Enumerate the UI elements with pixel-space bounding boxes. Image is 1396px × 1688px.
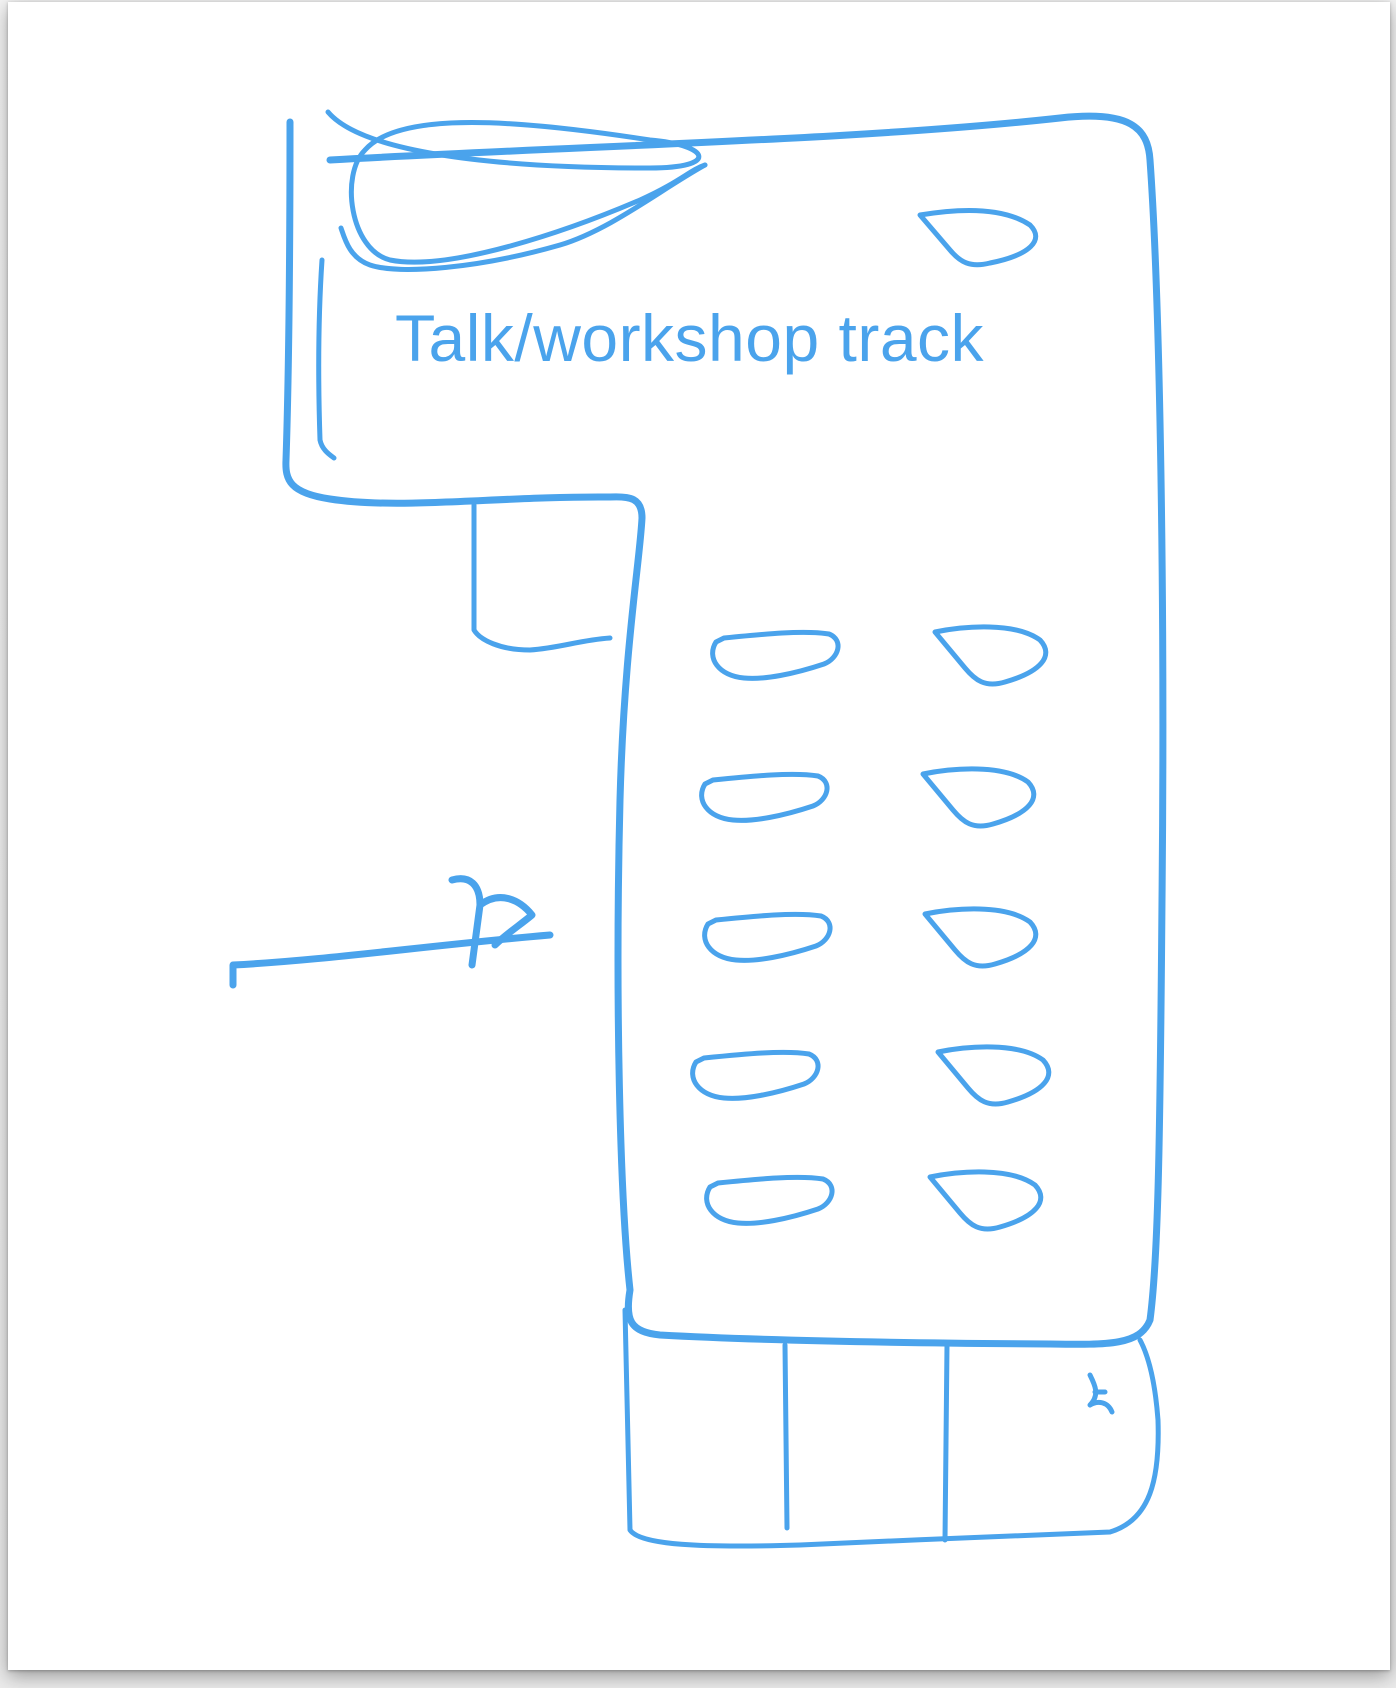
bottom-tab-divider-1 bbox=[782, 1342, 790, 1531]
bottom-tab-bar-outline bbox=[622, 1307, 1161, 1549]
list-item-pill-5 bbox=[704, 1174, 835, 1226]
sparkle-icon bbox=[1087, 1372, 1115, 1415]
left-edge-stroke bbox=[316, 257, 337, 461]
list-item-leaf-1 bbox=[932, 624, 1049, 687]
track-label: Talk/workshop track bbox=[395, 301, 985, 375]
menu-swirl-icon bbox=[325, 109, 708, 265]
main-card-outline bbox=[282, 112, 1167, 1348]
side-tab-outline bbox=[471, 502, 613, 653]
list-item-leaf-2 bbox=[920, 766, 1037, 829]
list-item-leaf-4 bbox=[935, 1044, 1052, 1107]
list-item-leaf-3 bbox=[922, 906, 1039, 969]
list-item-pill-2 bbox=[699, 771, 830, 823]
header-action-icon bbox=[917, 208, 1039, 268]
list-item-pill-1 bbox=[710, 629, 841, 681]
menu-swirl-tail bbox=[338, 162, 708, 272]
hand-pointer-icon bbox=[448, 875, 536, 969]
list-item-pill-3 bbox=[702, 911, 833, 963]
list-item-pill-4 bbox=[690, 1049, 821, 1101]
bottom-tab-divider-2 bbox=[942, 1342, 950, 1543]
list-items bbox=[690, 624, 1052, 1232]
list-item-leaf-5 bbox=[927, 1169, 1044, 1232]
